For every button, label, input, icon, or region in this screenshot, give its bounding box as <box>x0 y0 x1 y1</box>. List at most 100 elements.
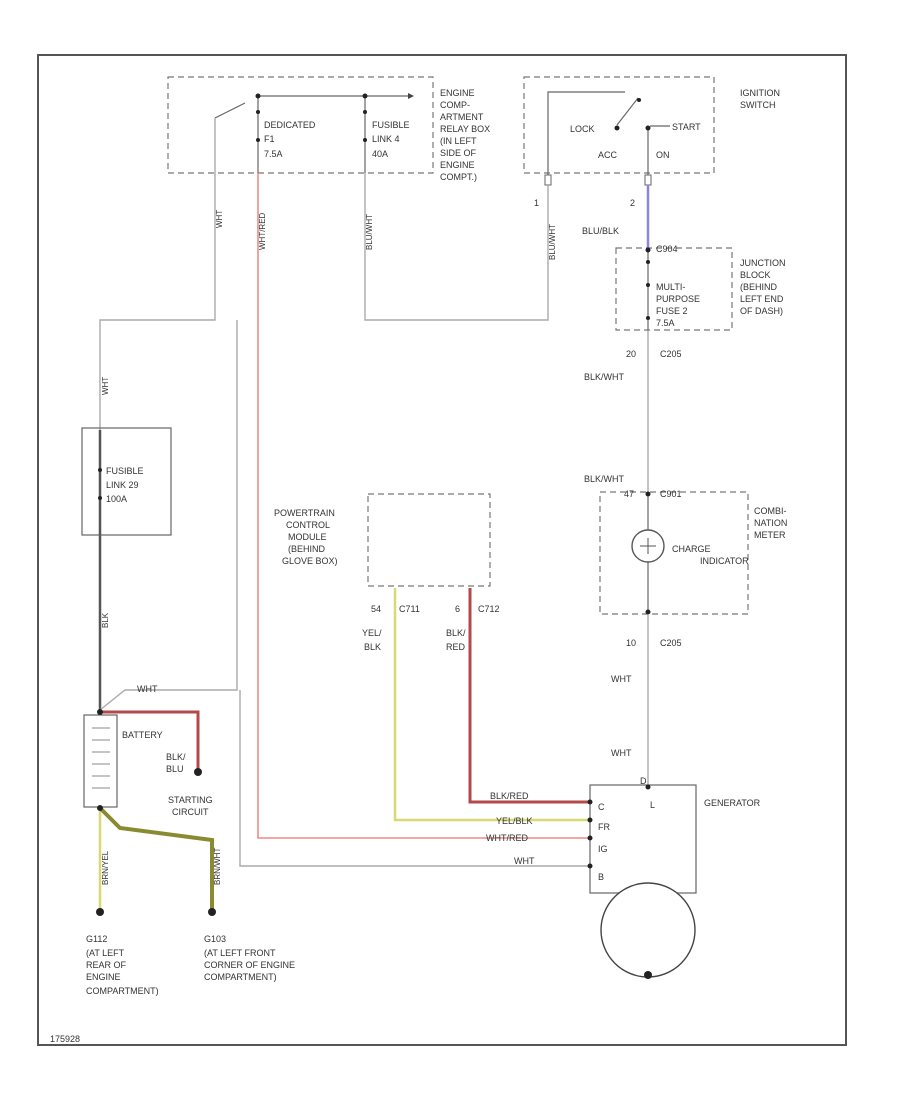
gen-term-ig: IG <box>598 844 608 854</box>
jb-fuse-1: MULTI- <box>656 282 685 292</box>
jb-loc-3: (BEHIND <box>740 282 778 292</box>
meter-label-2: NATION <box>754 518 787 528</box>
fuse2-line2: LINK 4 <box>372 134 400 144</box>
wire-brn-wht: BRN/WHT <box>213 848 222 885</box>
relay-box-loc-8: COMPT.) <box>440 172 477 182</box>
pcm-conn2: C712 <box>478 604 500 614</box>
pcm-label-1: POWERTRAIN <box>274 508 335 518</box>
fuse1-line2: F1 <box>264 134 275 144</box>
relay-box-loc-4: RELAY BOX <box>440 124 490 134</box>
relay-box-loc-6: SIDE OF <box>440 148 477 158</box>
wire-blk-red-1: BLK/ <box>446 628 466 638</box>
g1-5: COMPARTMENT) <box>86 986 159 996</box>
pcm-conn1: C711 <box>399 604 420 614</box>
ign-title-2: SWITCH <box>740 100 776 110</box>
diagram-frame <box>37 54 847 1046</box>
pcm: POWERTRAIN CONTROL MODULE (BEHIND GLOVE … <box>274 493 500 614</box>
wire-blk-red-2: RED <box>446 642 466 652</box>
jb-pin: 20 <box>626 349 636 359</box>
fuse1-line1: DEDICATED <box>264 120 316 130</box>
fusible-link-29: FUSIBLE LINK 29 100A <box>81 427 172 536</box>
gen-term-c: C <box>598 802 605 812</box>
ign-title-1: IGNITION <box>740 88 780 98</box>
jb-fuse-2: PURPOSE <box>656 294 700 304</box>
meter-label-1: COMBI- <box>754 506 787 516</box>
jb-fuse-3: FUSE 2 <box>656 306 688 316</box>
gen-term-b: B <box>598 872 604 882</box>
pcm-label-2: CONTROL <box>286 520 330 530</box>
pcm-pin1: 54 <box>371 604 381 614</box>
wire-yel-blk-gen: YEL/BLK <box>496 816 533 826</box>
wire-blk-blu-1: BLK/ <box>166 752 186 762</box>
wires <box>98 118 650 910</box>
jb-loc-1: JUNCTION <box>740 258 786 268</box>
grounds: G112 (AT LEFT REAR OF ENGINE COMPARTMENT… <box>86 908 295 996</box>
starting-1: STARTING <box>168 795 213 805</box>
wire-wht-gen: WHT <box>514 856 535 866</box>
relay-box: DEDICATED F1 7.5A FUSIBLE LINK 4 40A ENG… <box>167 76 490 182</box>
g2-2: (AT LEFT FRONT <box>204 948 276 958</box>
pcm-label-5: GLOVE BOX) <box>282 556 338 566</box>
relay-box-loc-5: (IN LEFT <box>440 136 477 146</box>
fl-line3: 100A <box>106 494 127 504</box>
ign-lock: LOCK <box>570 124 595 134</box>
wire-blk-blu-2: BLU <box>166 764 184 774</box>
jb-loc-5: OF DASH) <box>740 306 783 316</box>
gen-label: GENERATOR <box>704 798 761 808</box>
pcm-label-4: (BEHIND <box>288 544 326 554</box>
jb-conn: C205 <box>660 349 682 359</box>
g1-2: (AT LEFT <box>86 948 125 958</box>
ign-terminal1: 1 <box>534 198 539 208</box>
relay-box-loc-1: ENGINE <box>440 88 475 98</box>
pcm-label-3: MODULE <box>288 532 327 542</box>
battery-label: BATTERY <box>122 730 163 740</box>
wire-yel-blk-1: YEL/ <box>362 628 382 638</box>
meter-ind-2: INDICATOR <box>700 556 749 566</box>
g1-1: G112 <box>86 934 107 944</box>
g2-1: G103 <box>204 934 226 944</box>
wire-blu-blk: BLU/WHT <box>548 224 557 260</box>
wire-labels: WHT WHT/RED BLU/WHT BLU/WHT BLU/BLK WHT … <box>101 210 632 885</box>
wire-wht-batt: WHT <box>137 684 158 694</box>
relay-box-loc-3: ARTMENT <box>440 112 484 122</box>
gen-pin-top: D <box>640 776 647 786</box>
jb-fuse-4: 7.5A <box>656 318 675 328</box>
ign-terminal2: 2 <box>630 198 635 208</box>
fl-line1: FUSIBLE <box>106 466 144 476</box>
g2-3: CORNER OF ENGINE <box>204 960 295 970</box>
ign-on: ON <box>656 150 670 160</box>
wire-wht-mid: WHT <box>611 674 632 684</box>
ignition-switch: IGNITION SWITCH LOCK START ACC ON 1 2 <box>523 76 780 208</box>
wire-yel-blk-2: BLK <box>364 642 381 652</box>
wire-blk: BLK <box>101 612 110 628</box>
wire-brn-yel: BRN/YEL <box>101 850 110 885</box>
pcm-pin2: 6 <box>455 604 460 614</box>
jb-loc-2: BLOCK <box>740 270 771 280</box>
starting-2: CIRCUIT <box>172 807 209 817</box>
fl-line2: LINK 29 <box>106 480 139 490</box>
meter-conn: C901 <box>660 489 682 499</box>
jb-loc-4: LEFT END <box>740 294 784 304</box>
wire-wht-top: WHT <box>215 210 224 228</box>
meter-pin-bottom: 10 <box>626 638 636 648</box>
fuse2-line1: FUSIBLE <box>372 120 410 130</box>
relay-box-loc-7: ENGINE <box>440 160 475 170</box>
meter-label-3: METER <box>754 530 786 540</box>
ign-start: START <box>672 122 701 132</box>
fuse2-line3: 40A <box>372 149 388 159</box>
junction-block: C904 MULTI- PURPOSE FUSE 2 7.5A JUNCTION… <box>615 244 786 359</box>
meter-pin: 47 <box>624 489 634 499</box>
gen-l: L <box>650 800 655 810</box>
meter-ind-1: CHARGE <box>672 544 711 554</box>
ign-acc: ACC <box>598 150 618 160</box>
wire-blu-blk-h: BLU/BLK <box>582 226 619 236</box>
wire-blk-wht-2: BLK/WHT <box>584 474 625 484</box>
wire-blu-wht: BLU/WHT <box>365 214 374 250</box>
g1-3: REAR OF <box>86 960 127 970</box>
gen-term-fr: FR <box>598 822 610 832</box>
meter-conn-bottom: C205 <box>660 638 682 648</box>
g1-4: ENGINE <box>86 972 121 982</box>
relay-box-loc-2: COMP- <box>440 100 470 110</box>
wire-wht-left: WHT <box>101 377 110 395</box>
